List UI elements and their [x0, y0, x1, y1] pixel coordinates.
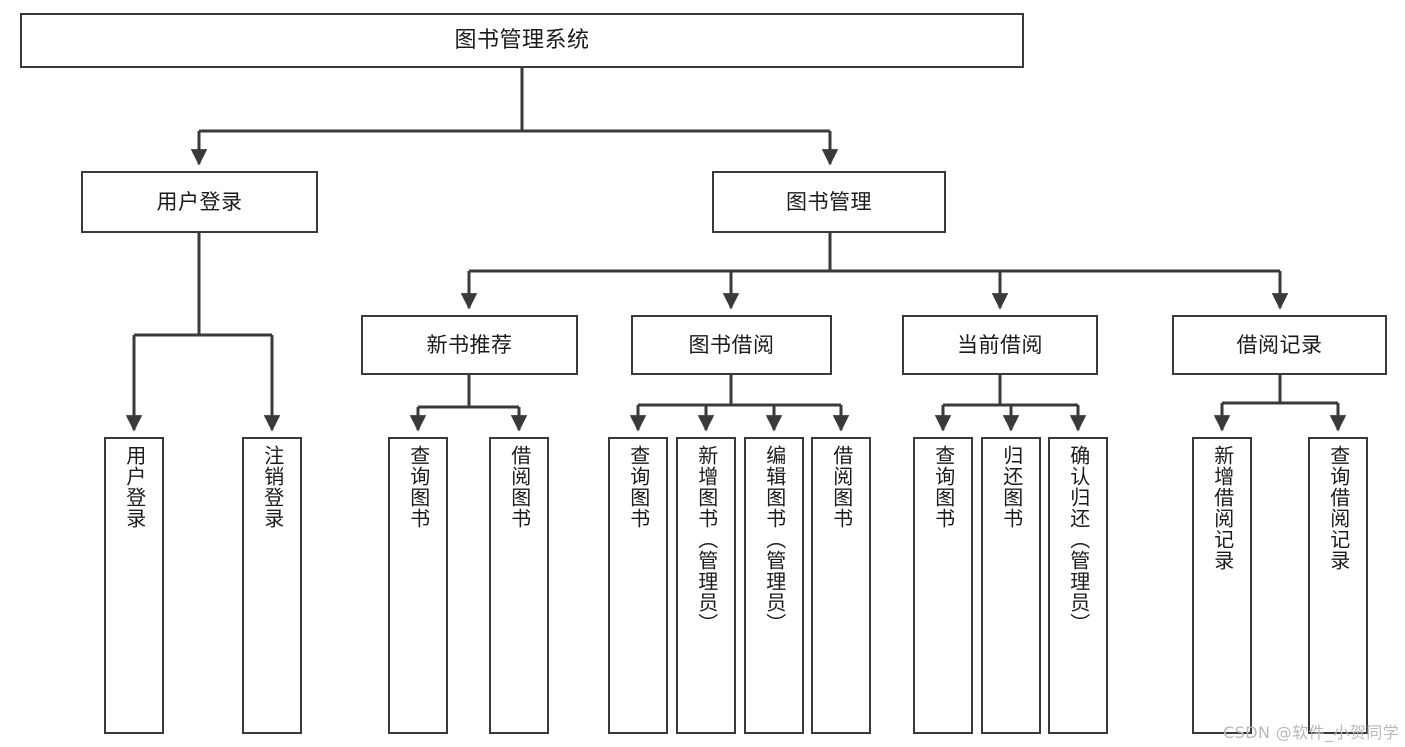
node-leaf-query-book-1-label: 查询图书	[406, 445, 431, 529]
node-leaf-logout-login[interactable]: 注销登录	[242, 437, 302, 734]
node-leaf-borrow-book-2-label: 借阅图书	[829, 445, 854, 529]
node-leaf-query-record-label: 查询借阅记录	[1326, 445, 1351, 571]
node-leaf-user-login[interactable]: 用户登录	[104, 437, 164, 734]
node-leaf-user-login-label: 用户登录	[122, 445, 147, 529]
node-leaf-edit-book[interactable]: 编辑图书（管理员）	[744, 437, 804, 734]
node-leaf-query-book-1[interactable]: 查询图书	[388, 437, 448, 734]
node-leaf-query-book-2[interactable]: 查询图书	[608, 437, 668, 734]
node-leaf-borrow-book-1[interactable]: 借阅图书	[489, 437, 549, 734]
node-leaf-query-book-2-label: 查询图书	[626, 445, 651, 529]
node-borrow-record[interactable]: 借阅记录	[1172, 315, 1387, 375]
node-new-book-recommend-label: 新书推荐	[426, 332, 513, 357]
node-user-login-label: 用户登录	[156, 189, 243, 214]
node-current-borrow[interactable]: 当前借阅	[902, 315, 1098, 375]
node-leaf-add-book-label: 新增图书（管理员）	[694, 445, 719, 634]
node-book-borrow-label: 图书借阅	[688, 332, 775, 357]
node-leaf-add-record[interactable]: 新增借阅记录	[1192, 437, 1252, 734]
node-new-book-recommend[interactable]: 新书推荐	[361, 315, 578, 375]
node-user-login[interactable]: 用户登录	[81, 171, 318, 233]
node-book-borrow[interactable]: 图书借阅	[631, 315, 832, 375]
node-leaf-borrow-book-1-label: 借阅图书	[507, 445, 532, 529]
node-leaf-query-book-3[interactable]: 查询图书	[913, 437, 973, 734]
node-leaf-edit-book-label: 编辑图书（管理员）	[762, 445, 787, 634]
node-leaf-add-book[interactable]: 新增图书（管理员）	[676, 437, 736, 734]
csdn-watermark: CSDN @软件_小贺同学	[1223, 723, 1399, 742]
node-current-borrow-label: 当前借阅	[957, 332, 1043, 357]
node-borrow-record-label: 借阅记录	[1236, 332, 1323, 357]
node-leaf-confirm-return[interactable]: 确认归还（管理员）	[1048, 437, 1108, 734]
node-leaf-return-book-label: 归还图书	[999, 445, 1024, 529]
node-leaf-borrow-book-2[interactable]: 借阅图书	[811, 437, 871, 734]
node-leaf-return-book[interactable]: 归还图书	[981, 437, 1041, 734]
node-leaf-confirm-return-label: 确认归还（管理员）	[1066, 445, 1091, 634]
node-leaf-query-record[interactable]: 查询借阅记录	[1308, 437, 1368, 734]
node-leaf-logout-login-label: 注销登录	[260, 445, 285, 529]
node-root-label: 图书管理系统	[454, 27, 590, 53]
node-root[interactable]: 图书管理系统	[20, 13, 1024, 68]
node-leaf-add-record-label: 新增借阅记录	[1210, 445, 1235, 571]
node-book-management[interactable]: 图书管理	[712, 171, 946, 233]
node-book-management-label: 图书管理	[786, 189, 872, 214]
node-leaf-query-book-3-label: 查询图书	[931, 445, 956, 529]
